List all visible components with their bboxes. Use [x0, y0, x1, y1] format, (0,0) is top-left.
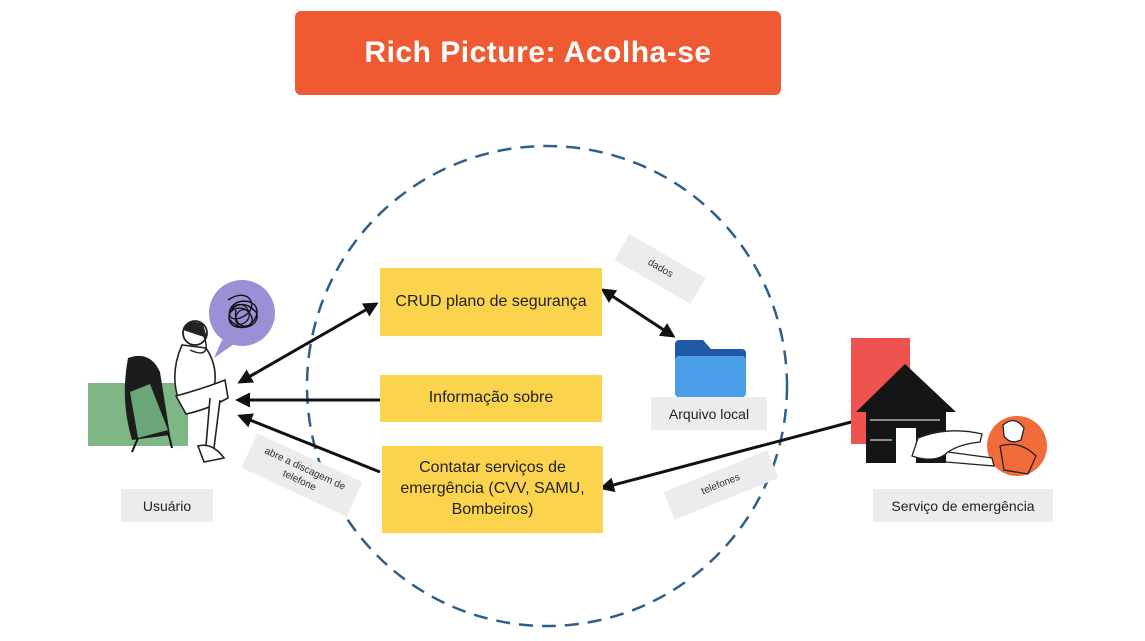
user-label: Usuário — [121, 489, 213, 522]
arrow-emergency-contact — [599, 419, 856, 493]
information-box: Informação sobre — [380, 375, 602, 422]
house-helping-hand-icon — [851, 338, 1047, 476]
local-file-label: Arquivo local — [651, 397, 767, 430]
arrow-contact-user — [237, 413, 381, 474]
arrow-crud-file — [600, 288, 676, 338]
contact-emergency-box: Contatar serviços de emergência (CVV, SA… — [382, 446, 603, 533]
scribble-thought-bubble-icon — [209, 280, 275, 358]
system-boundary — [305, 144, 789, 628]
emergency-service-label: Serviço de emergência — [873, 489, 1053, 522]
crud-safety-plan-box: CRUD plano de segurança — [380, 268, 602, 336]
page-title: Rich Picture: Acolha-se — [295, 11, 781, 95]
person-sitting-icon — [88, 320, 229, 463]
arrow-user-crud — [237, 302, 379, 384]
folder-icon — [675, 340, 746, 397]
